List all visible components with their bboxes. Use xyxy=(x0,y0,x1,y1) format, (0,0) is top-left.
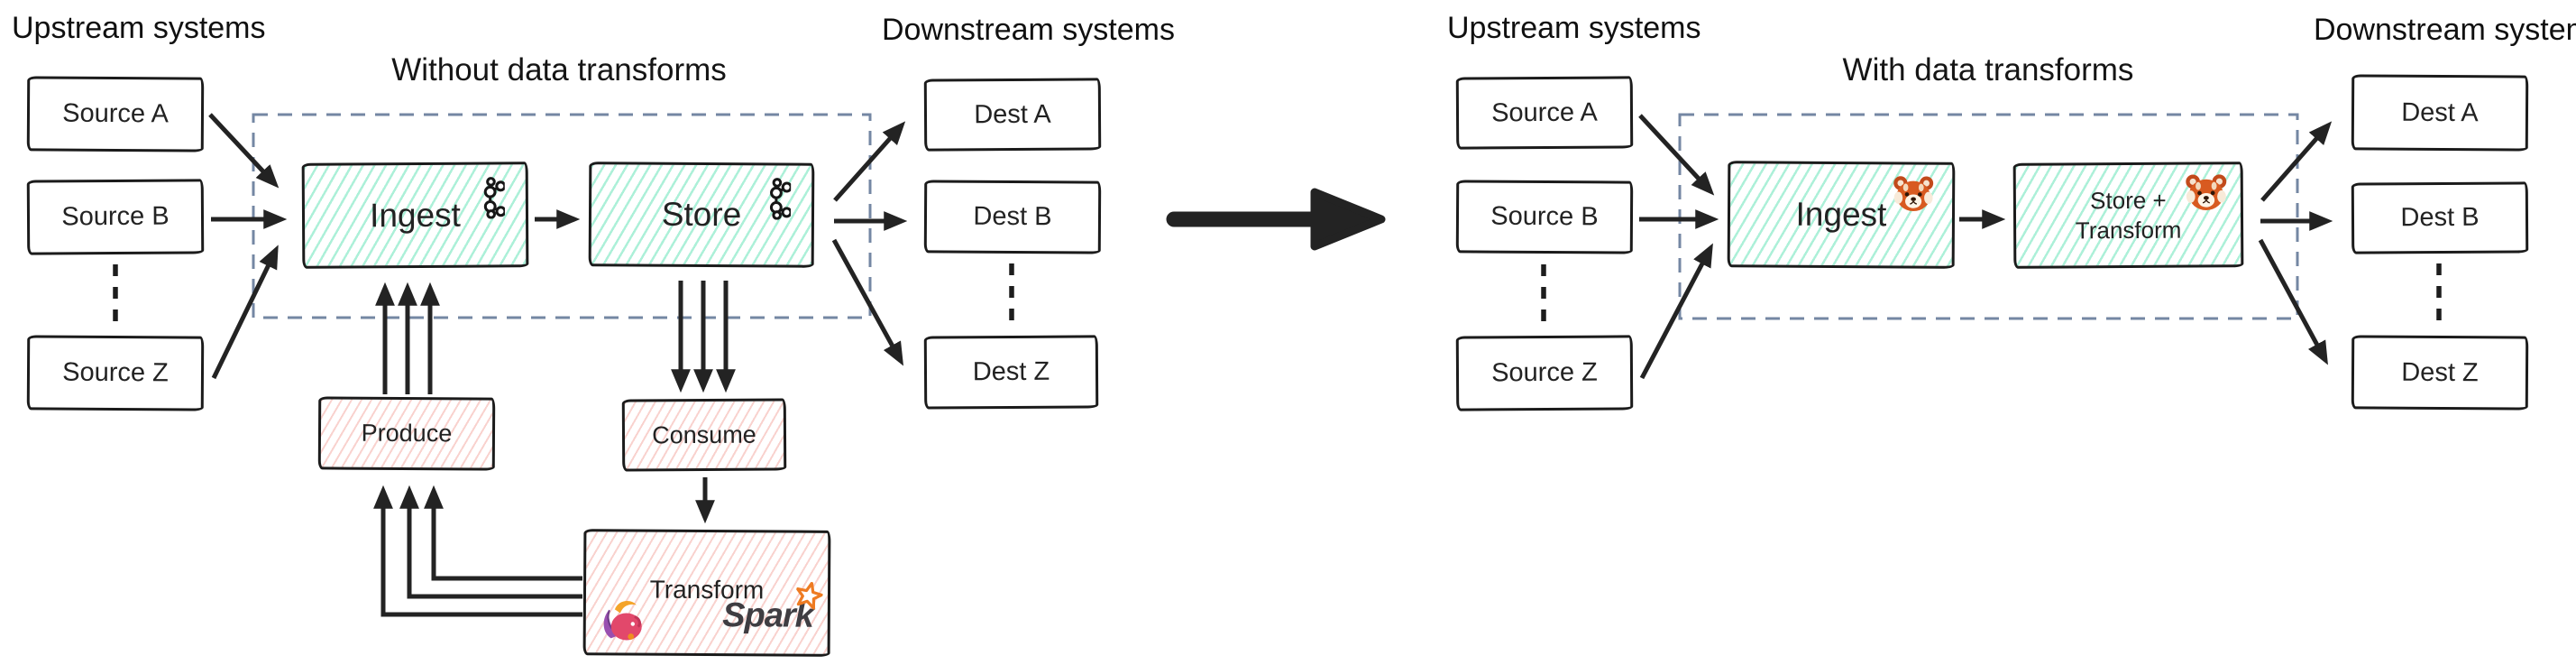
arrow-storetransform-destZ xyxy=(2258,238,2328,365)
arrow-store-destZ-left xyxy=(831,238,904,366)
consume-box: Consume xyxy=(621,398,787,472)
source-b-label-right: Source B xyxy=(1490,201,1599,232)
diagram-title-right: With data transforms xyxy=(1842,52,2134,88)
kafka-icon xyxy=(769,178,792,220)
arrow-storetransform-destA xyxy=(2260,121,2333,202)
ingest-box-left: Ingest xyxy=(301,162,529,269)
dest-a-label-right: Dest A xyxy=(2401,97,2479,127)
store-transform-box: Store + Transform xyxy=(2012,162,2244,269)
transition-arrow xyxy=(1166,188,1386,251)
spark-star-icon xyxy=(795,581,823,610)
source-z-label-right: Source Z xyxy=(1491,357,1598,388)
dest-a-box-right: Dest A xyxy=(2351,74,2529,152)
dashed-container-left xyxy=(252,113,872,319)
dashed-container-right xyxy=(1678,113,2299,320)
red-panda-icon xyxy=(2186,174,2227,211)
arrow-sourceZ-ingest-left xyxy=(211,245,279,380)
dest-z-box-right: Dest Z xyxy=(2351,335,2529,411)
ingest-label-left: Ingest xyxy=(369,196,462,234)
dest-b-box-right: Dest B xyxy=(2351,181,2529,254)
diagram-title-left: Without data transforms xyxy=(391,52,727,88)
arrow-transform-produce-2 xyxy=(399,485,582,599)
consume-label: Consume xyxy=(652,420,756,448)
ingest-box-right: Ingest xyxy=(1727,161,1956,269)
dest-z-box-left: Dest Z xyxy=(923,335,1099,410)
downstream-systems-label-right: Downstream systems xyxy=(2314,13,2576,47)
upstream-systems-label-left: Upstream systems xyxy=(12,11,266,45)
produce-label: Produce xyxy=(361,419,453,448)
kafka-icon xyxy=(483,177,506,219)
arrow-sourceA-ingest-right xyxy=(1638,114,1715,196)
dest-z-label-right: Dest Z xyxy=(2401,357,2479,387)
arrow-sourceZ-ingest-right xyxy=(1639,243,1713,380)
upstream-systems-label-right: Upstream systems xyxy=(1447,11,1701,45)
store-label-left: Store xyxy=(661,195,742,234)
arrow-transform-produce-1 xyxy=(424,485,582,581)
store-transform-label-line2: Transform xyxy=(2075,216,2182,244)
arrow-sourceA-ingest-left xyxy=(208,113,280,189)
dest-b-label-right: Dest B xyxy=(2400,202,2480,233)
dest-z-label-left: Dest Z xyxy=(972,356,1050,387)
source-b-box-left: Source B xyxy=(26,179,205,255)
transform-box: Transform Spark xyxy=(582,529,831,657)
source-z-label-left: Source Z xyxy=(62,357,169,388)
source-b-box-right: Source B xyxy=(1455,180,1634,254)
flink-squirrel-icon xyxy=(603,601,642,641)
source-b-label-left: Source B xyxy=(61,201,170,232)
source-z-box-left: Source Z xyxy=(26,335,205,411)
dest-b-label-left: Dest B xyxy=(973,201,1052,232)
source-a-box-right: Source A xyxy=(1455,76,1634,150)
arrow-store-destA-left xyxy=(833,121,906,202)
arrow-transform-produce-3 xyxy=(373,485,582,617)
source-z-box-right: Source Z xyxy=(1455,335,1634,411)
store-transform-label-line1: Store + xyxy=(2090,186,2167,215)
dest-a-box-left: Dest A xyxy=(923,78,1102,152)
store-box-left: Store xyxy=(588,162,815,268)
source-a-box-left: Source A xyxy=(26,76,205,152)
source-a-label-left: Source A xyxy=(62,98,169,129)
source-a-label-right: Source A xyxy=(1491,97,1598,127)
produce-box: Produce xyxy=(317,396,496,471)
dest-b-box-left: Dest B xyxy=(923,180,1102,254)
spark-logo: Spark xyxy=(722,581,823,636)
ingest-label-right: Ingest xyxy=(1795,195,1887,234)
dest-a-label-left: Dest A xyxy=(974,99,1051,129)
downstream-systems-label-left: Downstream systems xyxy=(882,13,1175,47)
red-panda-icon xyxy=(1893,176,1934,212)
